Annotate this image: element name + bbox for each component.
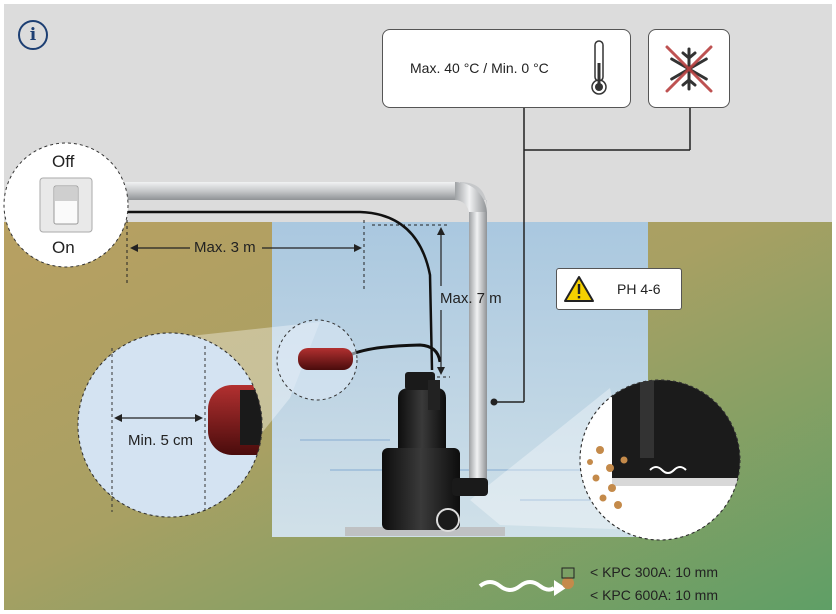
particle-icon: [562, 577, 574, 589]
particle-flow-arrow: [478, 580, 556, 592]
float-switch: [298, 348, 353, 370]
pump-handle: [405, 372, 435, 390]
pump-foot: [436, 508, 460, 532]
pipe-elbow: [455, 182, 487, 214]
pump-motor-housing: [382, 448, 460, 530]
info-icon[interactable]: i: [18, 20, 48, 50]
max-distance-label: Max. 3 m: [194, 239, 256, 256]
temperature-label: Max. 40 °C / Min. 0 °C: [410, 60, 549, 76]
switch-off-label: Off: [52, 152, 75, 171]
arrow-head: [130, 244, 138, 252]
max-height-label: Max. 7 m: [440, 290, 502, 307]
arrow-head: [437, 367, 445, 375]
arrow-head: [114, 414, 122, 422]
discharge-pipe-horizontal: [120, 182, 460, 200]
discharge-pipe-vertical: [469, 212, 487, 484]
pump-cable-entry: [428, 380, 440, 410]
float-cable: [349, 343, 442, 363]
switch-on-label: On: [52, 238, 75, 257]
no-frost-box: [648, 29, 730, 108]
ph-label: PH 4-6: [617, 281, 661, 297]
pump-outlet: [452, 478, 488, 496]
particle-size-icon: [561, 567, 575, 579]
min-distance-label: Min. 5 cm: [128, 432, 194, 449]
particle-size-300-label: < KPC 300A: 10 mm: [590, 564, 719, 580]
pump-base-plate: [345, 527, 505, 536]
particle-size-600-label: < KPC 600A: 10 mm: [590, 587, 719, 603]
warning-icon: [564, 276, 594, 302]
power-cable: [120, 210, 434, 371]
arrow-head: [354, 244, 362, 252]
arrow-head: [195, 414, 203, 422]
temperature-box: Max. 40 °C / Min. 0 °C: [382, 29, 631, 108]
arrow-head: [437, 227, 445, 235]
arrow-head: [554, 580, 566, 596]
ph-box: PH 4-6: [556, 268, 682, 310]
thermometer-icon: [591, 40, 607, 95]
callout-dot: [490, 398, 498, 406]
no-frost-icon: [665, 45, 713, 93]
